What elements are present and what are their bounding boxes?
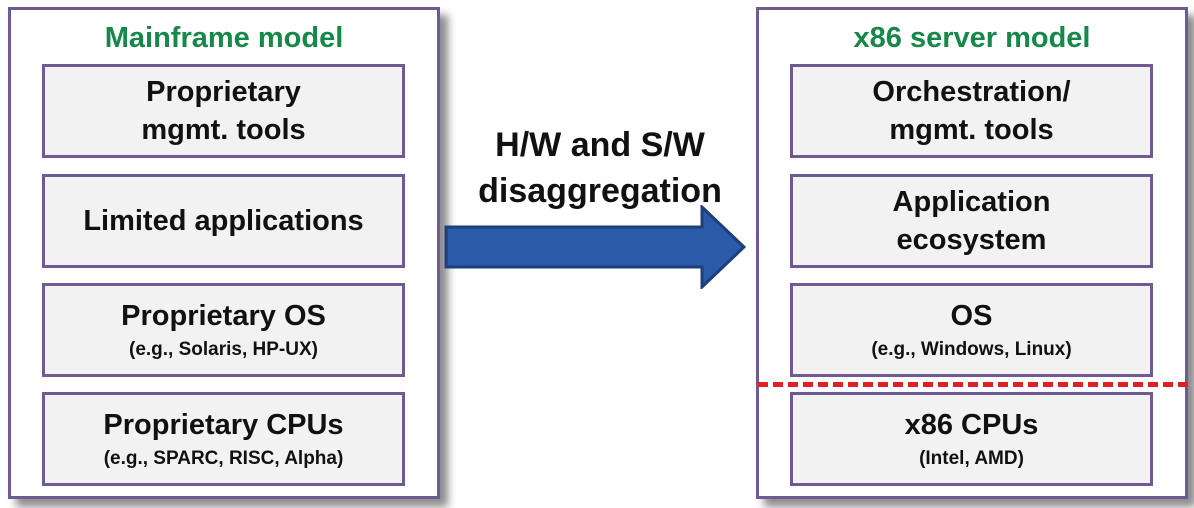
box-label: Orchestration/ mgmt. tools [872, 76, 1071, 146]
box-sublabel: (e.g., SPARC, RISC, Alpha) [103, 448, 344, 469]
proprietary-os-box: Proprietary OS (e.g., Solaris, HP-UX) [42, 283, 405, 377]
orchestration-mgmt-tools-box: Orchestration/ mgmt. tools [790, 64, 1153, 158]
hw-sw-divider-line [758, 382, 1188, 387]
panel-title: x86 server model [853, 22, 1091, 54]
box-label: Proprietary OS [121, 300, 326, 332]
box-label: OS [950, 300, 993, 332]
box-label: Proprietary mgmt. tools [141, 76, 306, 146]
box-sublabel: (e.g., Windows, Linux) [871, 339, 1072, 360]
box-label: Limited applications [83, 205, 364, 237]
right-arrow-icon [444, 205, 746, 289]
application-ecosystem-box: Application ecosystem [790, 174, 1153, 268]
box-label: Proprietary CPUs [103, 409, 344, 441]
proprietary-cpus-box: Proprietary CPUs (e.g., SPARC, RISC, Alp… [42, 392, 405, 486]
mainframe-model-panel: Mainframe model Proprietary mgmt. tools … [8, 7, 440, 499]
box-label: Application ecosystem [892, 186, 1051, 256]
x86-cpus-box: x86 CPUs (Intel, AMD) [790, 392, 1153, 486]
os-box: OS (e.g., Windows, Linux) [790, 283, 1153, 377]
disaggregation-label: H/W and S/W disaggregation [478, 126, 722, 210]
limited-applications-box: Limited applications [42, 174, 405, 268]
proprietary-mgmt-tools-box: Proprietary mgmt. tools [42, 64, 405, 158]
box-label: x86 CPUs [904, 409, 1039, 441]
panel-title: Mainframe model [104, 22, 344, 54]
box-sublabel: (Intel, AMD) [919, 448, 1024, 469]
x86-server-model-panel: x86 server model Orchestration/ mgmt. to… [756, 7, 1188, 499]
box-sublabel: (e.g., Solaris, HP-UX) [129, 339, 318, 360]
